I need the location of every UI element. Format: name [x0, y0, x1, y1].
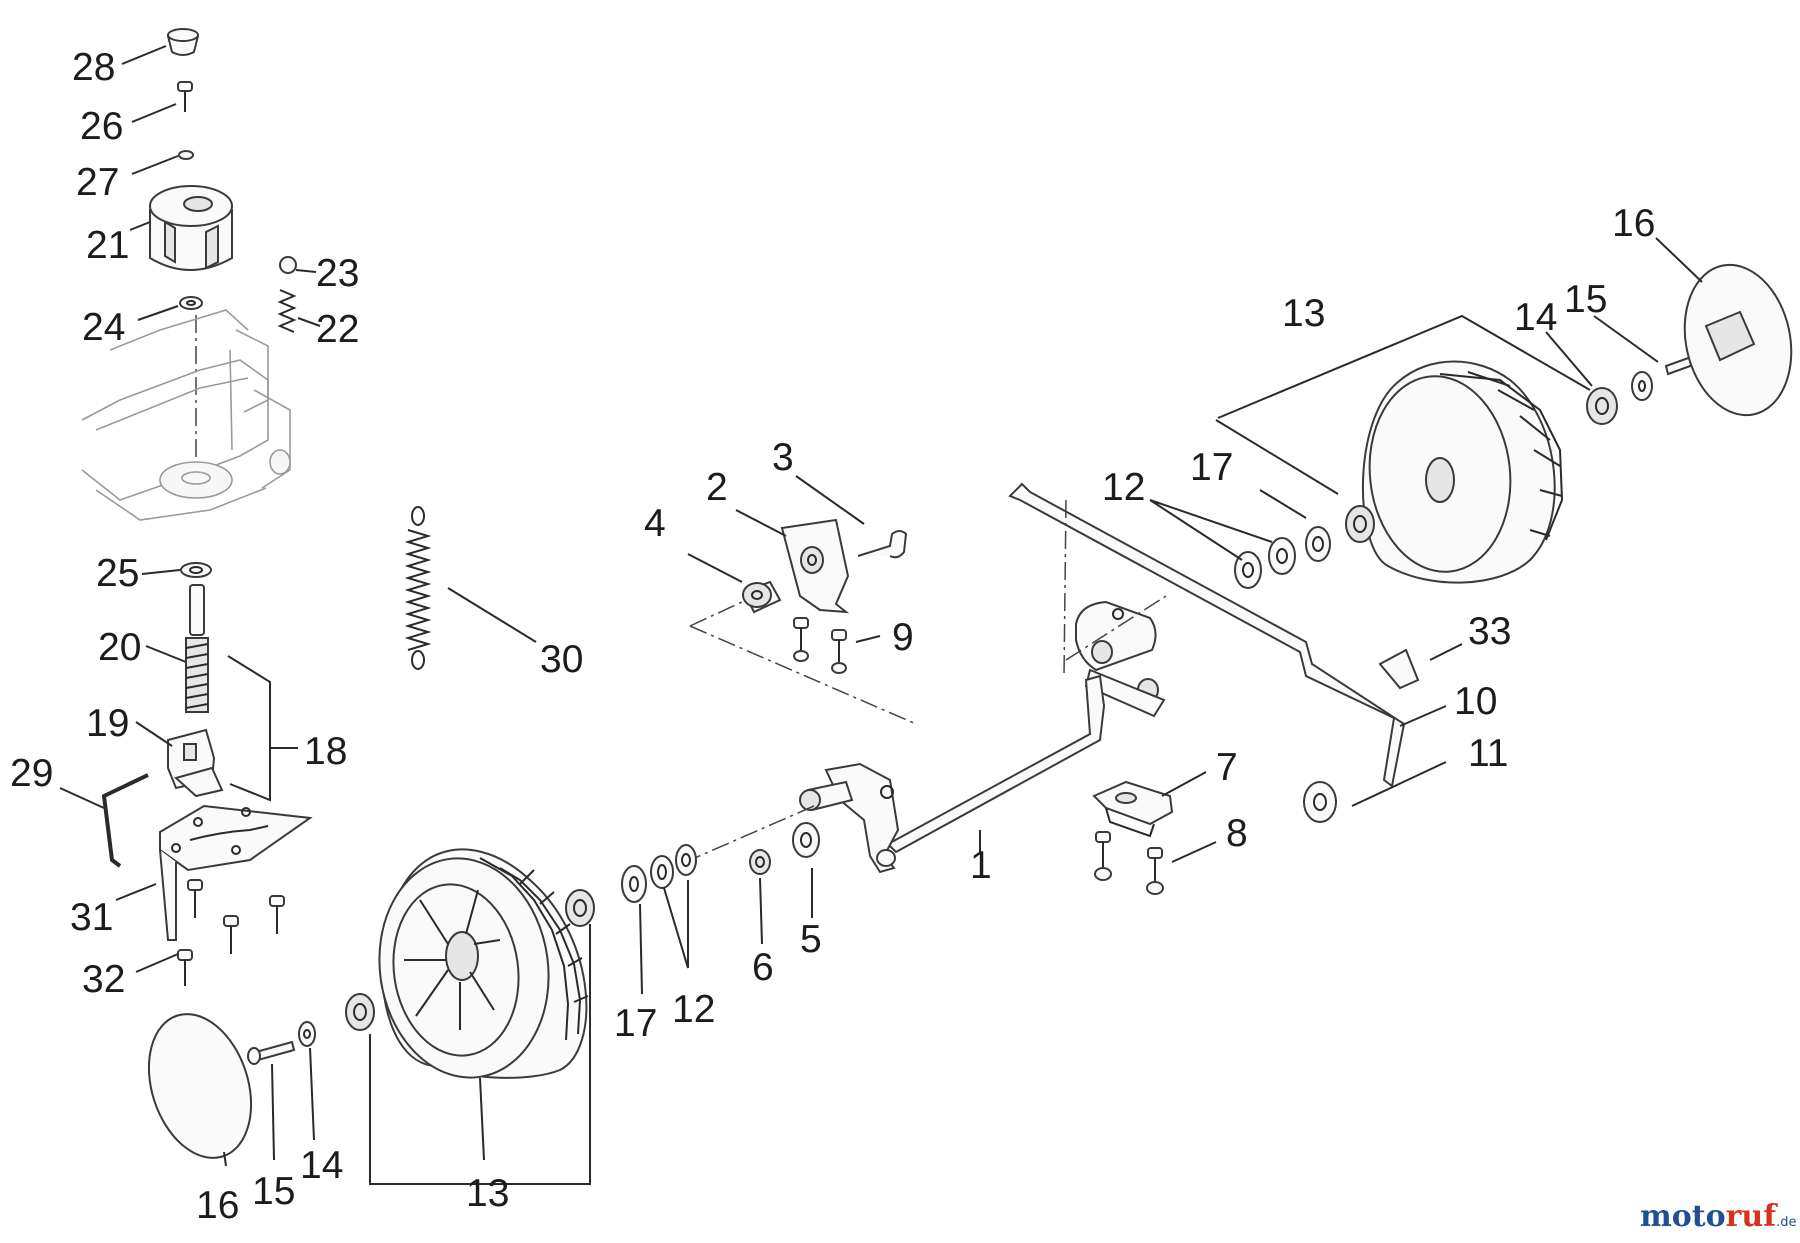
callout-29: 29 [10, 752, 53, 795]
spacer-part [742, 580, 782, 614]
callout-14-right: 14 [1514, 296, 1557, 339]
callout-20: 20 [98, 626, 141, 669]
callout-14-left: 14 [300, 1144, 343, 1187]
washer-11-part [1303, 781, 1337, 823]
bushing-6-part [749, 849, 771, 875]
washer-part [179, 296, 203, 310]
leader-lines [59, 45, 1703, 1185]
retainer-clip-part [1092, 780, 1174, 895]
callout-17-left: 17 [614, 1002, 657, 1045]
lever-nut-part [167, 728, 224, 798]
right-washers-part [1234, 505, 1375, 589]
callout-1: 1 [970, 844, 992, 887]
screw-part [177, 81, 193, 112]
callout-3: 3 [772, 436, 794, 479]
callout-26: 26 [80, 105, 123, 148]
callout-16-right: 16 [1612, 202, 1655, 245]
small-spring-part [277, 289, 297, 333]
callout-15-left: 15 [252, 1170, 295, 1213]
mounting-plate-part [159, 804, 313, 941]
left-hub-cap-part [147, 1013, 253, 1159]
screws-32-part [177, 879, 285, 986]
small-washer-part [178, 150, 194, 160]
callout-33: 33 [1468, 610, 1511, 653]
cap-part [166, 28, 200, 56]
callout-25: 25 [96, 552, 139, 595]
left-wheel-bolt-part [247, 1021, 316, 1065]
axle-rod-assembly [689, 482, 1406, 874]
ball-part [279, 256, 297, 274]
callout-18: 18 [304, 730, 347, 773]
mower-deck-outline [81, 309, 291, 521]
callout-10: 10 [1454, 680, 1497, 723]
callout-15-right: 15 [1564, 278, 1607, 321]
callout-12-left: 12 [672, 988, 715, 1031]
callout-4: 4 [644, 502, 666, 545]
right-wheel-part [1362, 360, 1564, 584]
left-bearing-part [345, 889, 595, 1031]
callout-27: 27 [76, 161, 119, 204]
allen-key-part [101, 773, 149, 868]
washer-5-part [792, 822, 820, 858]
callout-2: 2 [706, 466, 728, 509]
watermark-brand-blue: moto [1640, 1199, 1726, 1234]
svg-text:motoruf.de: motoruf.de [1640, 1199, 1797, 1234]
callout-9: 9 [892, 616, 914, 659]
height-adjuster-assembly [81, 28, 313, 986]
callout-labels: 28 26 27 21 23 22 24 25 20 18 19 29 31 3… [10, 46, 1655, 1227]
callout-28: 28 [72, 46, 115, 89]
left-washers-part [621, 844, 697, 903]
callout-13-right: 13 [1282, 292, 1325, 335]
washer-25-part [180, 562, 212, 578]
callout-6: 6 [752, 946, 774, 989]
callout-12-right: 12 [1102, 466, 1145, 509]
clip-33-part [1378, 648, 1420, 690]
callout-19: 19 [86, 702, 129, 745]
callout-31: 31 [70, 896, 113, 939]
watermark-brand-red: ruf [1726, 1199, 1779, 1234]
callout-16-left: 16 [196, 1184, 239, 1227]
callout-21: 21 [86, 224, 129, 267]
callout-32: 32 [82, 958, 125, 1001]
knob-housing-part [149, 185, 233, 271]
motoruf-watermark: motoruf.de [1640, 1199, 1797, 1234]
callout-11: 11 [1468, 732, 1509, 775]
threaded-shaft-part [185, 584, 209, 713]
callout-24: 24 [82, 306, 125, 349]
callout-22: 22 [316, 308, 359, 351]
tension-spring-part [404, 506, 432, 670]
callout-23: 23 [316, 252, 359, 295]
left-wheel-part [378, 848, 589, 1079]
pivot-bracket-assembly [689, 518, 917, 725]
callout-30: 30 [540, 638, 583, 681]
callout-8: 8 [1226, 812, 1248, 855]
watermark-suffix: .de [1776, 1215, 1796, 1230]
callout-13-left: 13 [466, 1172, 509, 1215]
callout-17-right: 17 [1190, 446, 1233, 489]
right-hub-parts [1586, 263, 1793, 425]
callout-7: 7 [1216, 746, 1238, 789]
callout-5: 5 [800, 918, 822, 961]
